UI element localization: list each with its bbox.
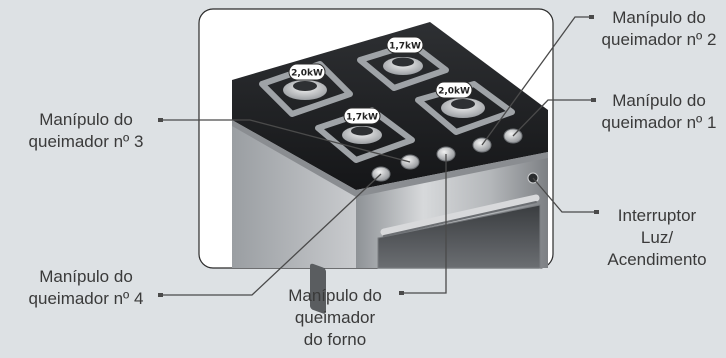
label-knob-2-line2: queimador nº 2 (601, 30, 717, 49)
label-knob-4: Manípulo do queimador nº 4 (14, 266, 158, 310)
label-knob-2: Manípulo do queimador nº 2 (594, 7, 724, 51)
label-switch-line2: Luz/ (640, 228, 674, 247)
badge-front-left: 1,7kW (343, 107, 381, 125)
label-light-switch: Interruptor Luz/ Acendimento (594, 205, 720, 271)
svg-text:2,0kW: 2,0kW (438, 87, 470, 97)
svg-text:2,0kW: 2,0kW (291, 69, 323, 79)
label-oven-line1: Manípulo do (288, 286, 382, 305)
label-switch-line1: Interruptor (617, 206, 697, 225)
badge-back-right: 1,7kW (386, 36, 424, 54)
svg-text:1,7kW: 1,7kW (346, 113, 378, 123)
label-switch-line3: Acendimento (607, 250, 707, 269)
label-knob-1-line2: queimador nº 1 (601, 113, 717, 132)
label-oven-line3: do forno (303, 330, 367, 349)
leader-markers (158, 15, 599, 297)
leader-lines (161, 16, 597, 296)
label-knob-3: Manípulo do queimador nº 3 (14, 109, 158, 153)
label-knob-4-line1: Manípulo do (39, 267, 133, 286)
svg-text:1,7kW: 1,7kW (389, 42, 421, 52)
badge-front-right: 2,0kW (435, 81, 473, 99)
label-knob-3-line2: queimador nº 3 (28, 132, 144, 151)
badge-back-left: 2,0kW (288, 63, 326, 81)
label-knob-3-line1: Manípulo do (39, 110, 133, 129)
label-knob-1: Manípulo do queimador nº 1 (596, 90, 722, 134)
label-oven-line2: queimador (294, 308, 376, 327)
label-knob-4-line2: queimador nº 4 (28, 289, 144, 308)
label-knob-2-line1: Manípulo do (612, 8, 706, 27)
label-oven-knob: Manípulo do queimador do forno (270, 285, 400, 351)
label-knob-1-line1: Manípulo do (612, 91, 706, 110)
